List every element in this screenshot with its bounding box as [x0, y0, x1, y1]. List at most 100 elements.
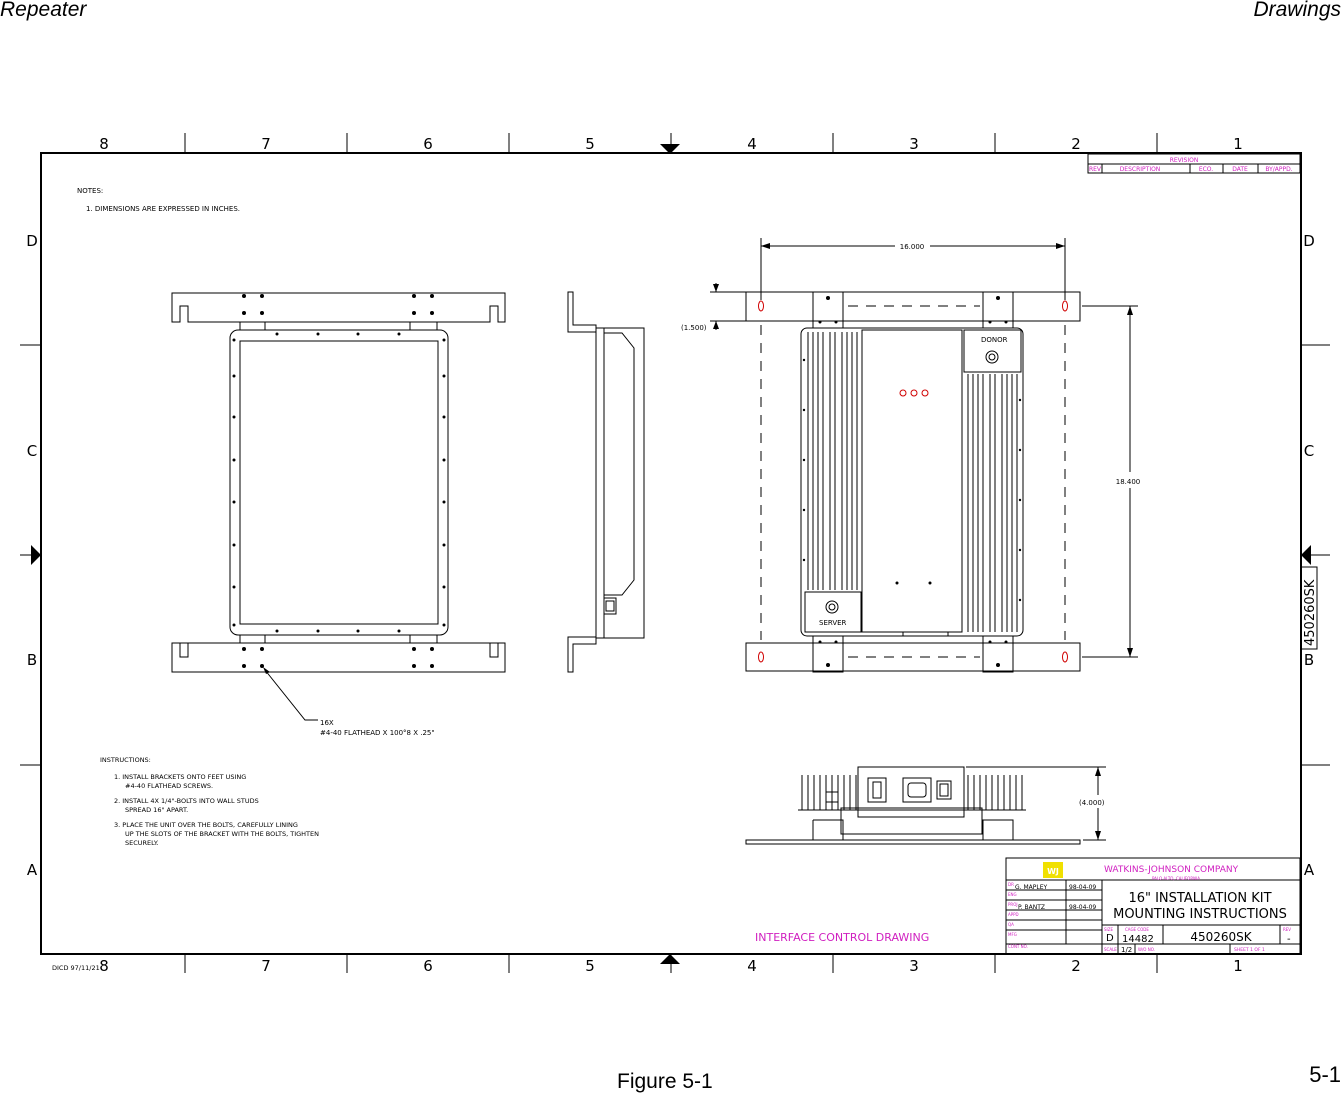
wo-label: W/O NO.	[1138, 947, 1155, 952]
callout-spec: #4-40 FLATHEAD X 100°8 X .25"	[320, 729, 435, 737]
revision-block: REVISION REV DESCRIPTION ECO. DATE BY/AP…	[1087, 153, 1301, 174]
svg-text:PROJ: PROJ	[1008, 902, 1018, 907]
figure-caption: Figure 5-1	[617, 1070, 713, 1093]
front-view-screws	[232, 294, 446, 668]
zone-col-3: 3	[909, 135, 919, 153]
zone-labels: 8 7 6 5 4 3 2 1 8 7 6 5 4 3 2 1 D C B A …	[26, 135, 1315, 975]
notes-title: NOTES:	[77, 187, 103, 195]
zone-row-a: A	[27, 861, 38, 879]
note-1: 1. DIMENSIONS ARE EXPRESSED IN INCHES.	[86, 205, 240, 213]
center-arrow-bottom	[660, 954, 680, 964]
instructions-title: INSTRUCTIONS:	[100, 756, 151, 764]
zone-row-c-right: C	[1304, 442, 1314, 460]
size-label: SIZE	[1104, 927, 1113, 932]
zone-col-5: 5	[585, 135, 595, 153]
rev-col-description: DESCRIPTION	[1120, 166, 1161, 173]
cage-code-value: 14482	[1122, 934, 1154, 945]
rear-view-screws	[802, 296, 1022, 667]
server-label: SERVER	[819, 619, 847, 627]
zone-col-8: 8	[99, 135, 109, 153]
rev-col-rev: REV	[1089, 166, 1102, 173]
drawing-title-line2: MOUNTING INSTRUCTIONS	[1113, 907, 1287, 922]
instruction-line-3: 2. INSTALL 4X 1/4"-BOLTS INTO WALL STUDS	[114, 797, 259, 805]
drawn-by: G. MAPLEY	[1015, 884, 1047, 891]
rear-view	[745, 291, 1081, 673]
rev-label: REV	[1283, 927, 1291, 932]
bottom-view	[745, 766, 1081, 845]
dim-height-label: 18.400	[1116, 478, 1141, 486]
rear-view-fins-right	[967, 374, 1018, 632]
dim-depth-label: (4.000)	[1079, 799, 1105, 807]
bracket-slots	[758, 300, 1068, 663]
svg-text:ENG: ENG	[1008, 892, 1017, 897]
zone-col-6: 6	[423, 135, 433, 153]
zone-col-7: 7	[261, 135, 271, 153]
engineering-drawing: 8 7 6 5 4 3 2 1 8 7 6 5 4 3 2 1 D C B A …	[20, 133, 1330, 975]
center-arrow-top	[660, 144, 680, 154]
company-name: WATKINS-JOHNSON COMPANY	[1104, 865, 1239, 875]
zone-col-1-bottom: 1	[1233, 957, 1243, 975]
instruction-line-6: UP THE SLOTS OF THE BRACKET WITH THE BOL…	[125, 830, 319, 838]
zone-row-a-right: A	[1304, 861, 1315, 879]
server-connector	[825, 600, 839, 614]
svg-text:DR: DR	[1008, 882, 1014, 887]
zone-col-2-bottom: 2	[1071, 957, 1081, 975]
instruction-line-1: 1. INSTALL BRACKETS ONTO FEET USING	[114, 773, 246, 781]
icd-label: INTERFACE CONTROL DRAWING	[755, 931, 929, 944]
page-number: 5-1	[1309, 1062, 1341, 1087]
zone-col-4-bottom: 4	[747, 957, 757, 975]
drawn-date: 98-04-09	[1069, 884, 1096, 891]
bottom-view-fins	[798, 775, 1026, 811]
rev-col-by: BY/APPD.	[1265, 166, 1292, 173]
scale-label: SCALE	[1104, 947, 1117, 952]
company-location: PALO ALTO, CALIFORNIA	[1152, 876, 1200, 881]
instruction-line-2: #4-40 FLATHEAD SCREWS.	[125, 782, 213, 790]
zone-col-8-bottom: 8	[99, 957, 109, 975]
zone-ticks	[20, 133, 1330, 973]
zone-row-b: B	[27, 651, 37, 669]
zone-row-c: C	[27, 442, 37, 460]
rev-value: -	[1287, 934, 1291, 945]
side-drawing-number: 450260SK	[1303, 579, 1318, 646]
zone-col-1: 1	[1233, 135, 1243, 153]
dim-offset-label: (1.500)	[681, 324, 707, 332]
zone-col-2: 2	[1071, 135, 1081, 153]
callout-qty: 16X	[320, 719, 334, 727]
donor-connector	[985, 350, 999, 364]
company-logo	[1043, 862, 1063, 878]
instruction-line-7: SECURELY.	[125, 839, 159, 847]
drawing-title-line1: 16" INSTALLATION KIT	[1128, 891, 1271, 906]
instructions-block: INSTRUCTIONS: 1. INSTALL BRACKETS ONTO F…	[100, 756, 319, 847]
centerlines	[760, 305, 1066, 658]
rear-view-fins-left	[807, 332, 858, 590]
rev-col-eco: ECO.	[1199, 166, 1213, 173]
scale-value: 1/2	[1121, 946, 1132, 954]
center-arrow-right	[1301, 545, 1311, 565]
zone-col-3-bottom: 3	[909, 957, 919, 975]
company-logo-text: WJ	[1047, 867, 1059, 876]
sheet-label: SHEET 1 OF 1	[1234, 947, 1265, 953]
cage-code-label: CAGE CODE	[1125, 927, 1149, 932]
revision-title: REVISION	[1170, 157, 1199, 164]
donor-label: DONOR	[981, 336, 1008, 344]
instruction-line-4: SPREAD 16" APART.	[125, 806, 188, 814]
zone-row-b-right: B	[1304, 651, 1314, 669]
dim-height	[1082, 305, 1138, 658]
front-view	[171, 292, 506, 673]
size-value: D	[1106, 933, 1114, 944]
drawing-number: 450260SK	[1190, 930, 1252, 944]
svg-text:CONT NO.: CONT NO.	[1008, 944, 1028, 949]
svg-text:APPD: APPD	[1008, 912, 1019, 917]
zone-col-4: 4	[747, 135, 757, 153]
side-view	[567, 291, 645, 673]
rev-col-date: DATE	[1232, 166, 1248, 173]
status-leds	[899, 389, 929, 397]
header-left: Repeater	[0, 0, 87, 21]
dim-width-label: 16.000	[900, 243, 925, 251]
dim-width	[760, 238, 1066, 300]
zone-col-6-bottom: 6	[423, 957, 433, 975]
svg-text:QA: QA	[1008, 922, 1014, 927]
zone-row-d-right: D	[1303, 232, 1315, 250]
checked-by: P. BANTZ	[1018, 904, 1045, 911]
callout-leader	[264, 669, 318, 721]
